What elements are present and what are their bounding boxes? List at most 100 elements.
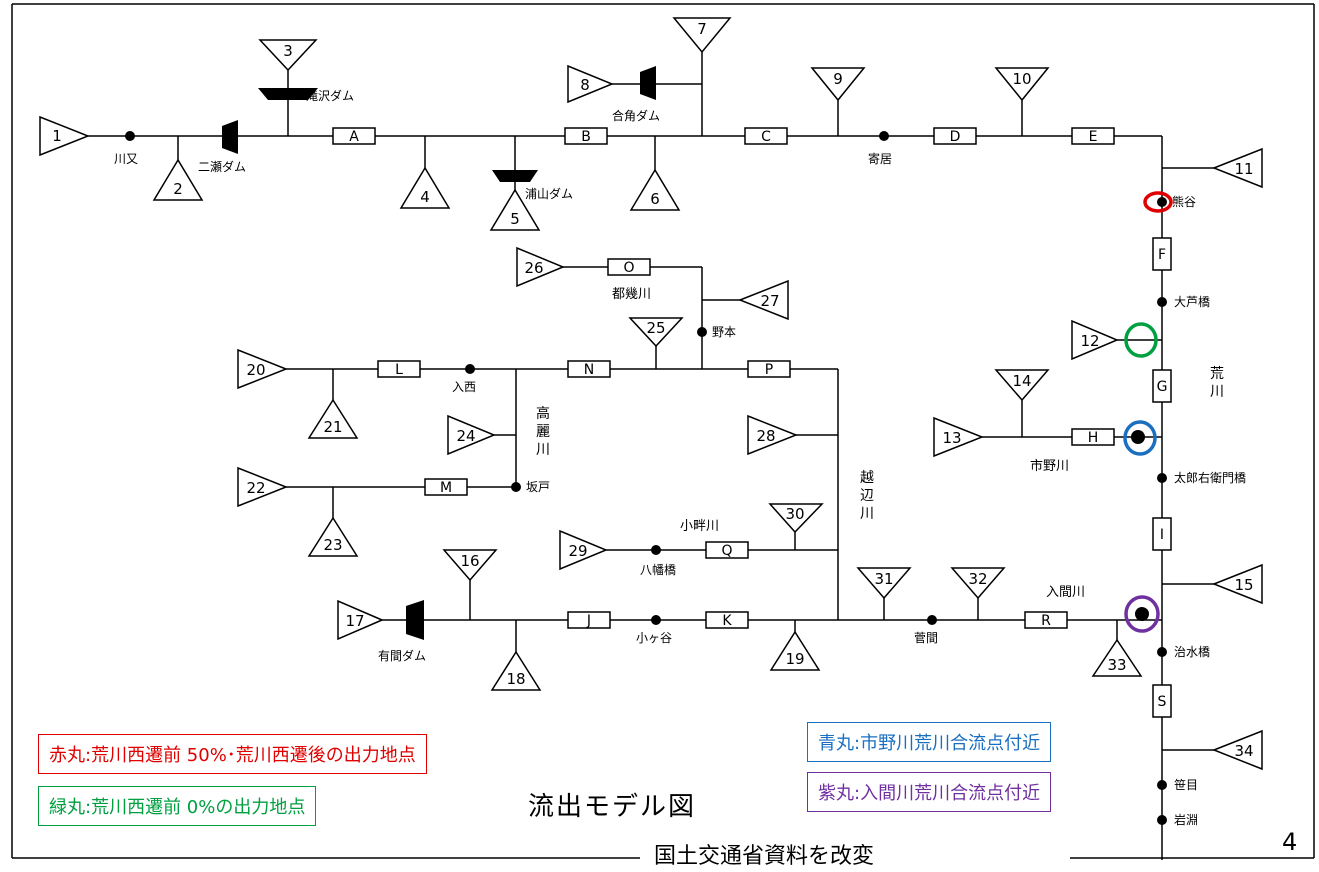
channel-Q-label: Q [721, 543, 732, 559]
channel-M [424, 478, 468, 496]
label-toki-river: 都幾川 [612, 287, 651, 302]
subbasin-9 [810, 67, 866, 102]
label-ooashibashi: 大芦橋 [1174, 295, 1210, 309]
diagram-title: 流出モデル図 [528, 792, 697, 822]
blue-circle-marker [1123, 420, 1157, 456]
diagram-source-note: 国土交通省資料を改変 [648, 838, 881, 870]
subbasin-21 [307, 398, 359, 439]
subbasin-21-label: 21 [323, 418, 342, 436]
label-ichino-river: 市野川 [1030, 458, 1069, 474]
label-kumagaya: 熊谷 [1172, 194, 1196, 209]
subbasin-2-label: 2 [173, 180, 183, 198]
subbasin-32-label: 32 [968, 570, 987, 588]
subbasin-3-label: 3 [283, 42, 293, 60]
label-sakado: 坂戸 [526, 480, 550, 494]
channel-D-label: D [950, 129, 961, 145]
point-ichino-confluence [1131, 430, 1145, 444]
highlight-circles [1123, 191, 1173, 633]
label-taroemon: 太郎右衛門橋 [1174, 470, 1246, 485]
subbasin-27 [737, 279, 789, 321]
v-oppe-char: 越 [860, 470, 874, 486]
label-kazuno-dam: 合角ダム [612, 108, 660, 123]
dam-futase [222, 120, 238, 154]
observation-points [125, 131, 1167, 825]
point-ooashibashi [1157, 297, 1167, 307]
subbasin-26 [516, 246, 565, 288]
purple-circle-marker [1124, 595, 1160, 633]
label-arima-dam: 有間ダム [378, 648, 426, 663]
subbasin-22-label: 22 [246, 479, 265, 497]
legend-red: 赤丸:荒川西遷前 50%･荒川西遷後の出力地点 [38, 734, 427, 774]
subbasin-1-label: 1 [52, 127, 62, 145]
subbasin-26-label: 26 [524, 259, 543, 277]
subbasin-12-label: 12 [1080, 332, 1099, 350]
v-koma-char: 川 [536, 442, 550, 458]
channel-O [607, 258, 651, 276]
subbasin-13-label: 13 [942, 429, 961, 447]
channel-A [332, 127, 376, 145]
channel-C [744, 127, 788, 145]
subbasin-10 [994, 67, 1050, 102]
channel-E [1071, 127, 1115, 145]
subbasin-33 [1091, 638, 1143, 677]
subbasin-11 [1211, 147, 1263, 189]
subbasin-30 [768, 503, 824, 534]
legend-green: 緑丸:荒川西遷前 0%の出力地点 [38, 786, 317, 826]
channel-H [1071, 428, 1115, 446]
dam-urayama [492, 170, 538, 182]
subbasin-13 [933, 416, 985, 458]
subbasin-19-label: 19 [785, 650, 804, 668]
v-oppe-char: 川 [860, 506, 874, 522]
subbasin-23 [307, 516, 359, 557]
subbasin-10-label: 10 [1012, 70, 1031, 88]
label-urayama-dam: 浦山ダム [525, 186, 573, 201]
channel-P [747, 360, 791, 378]
label-irinishi: 入西 [452, 380, 476, 394]
subbasin-15-label: 15 [1234, 576, 1253, 594]
subbasin-7-label: 7 [697, 20, 707, 38]
subbasin-8 [567, 64, 614, 104]
label-futase-dam: 二瀬ダム [198, 159, 246, 174]
channel-J [567, 611, 611, 629]
channel-S [1152, 684, 1172, 718]
point-chisuibashi [1157, 647, 1167, 657]
channel-F [1152, 237, 1172, 271]
label-koma-river: 高麗川 [536, 405, 550, 458]
subbasin-32 [950, 567, 1006, 600]
point-sakado [511, 482, 521, 492]
subbasin-34-label: 34 [1234, 742, 1253, 760]
label-takizawa-dam: 滝沢ダム [306, 88, 354, 103]
channel-N [567, 360, 611, 378]
label-chisuibashi: 治水橋 [1174, 645, 1210, 659]
v-koma-char: 高 [536, 405, 550, 422]
subbasin-28-label: 28 [756, 427, 775, 445]
label-iwabuchi: 岩淵 [1174, 812, 1198, 827]
channel-F-label: F [1158, 247, 1166, 263]
label-nomoto: 野本 [712, 325, 736, 339]
channel-M-label: M [440, 480, 452, 496]
subbasin-14 [994, 369, 1050, 402]
subbasin-30-label: 30 [785, 505, 804, 523]
channel-N-label: N [584, 362, 594, 378]
channel-J-label: J [586, 613, 591, 629]
channel-E-label: E [1089, 129, 1098, 145]
point-ogaya [651, 615, 661, 625]
subbasin-1 [39, 115, 91, 157]
subbasin-9-label: 9 [833, 70, 843, 88]
channel-L [377, 360, 421, 378]
label-ogaya: 小ヶ谷 [636, 631, 672, 645]
channel-B-label: B [581, 129, 591, 145]
subbasin-6 [629, 168, 681, 211]
label-koaze-river: 小畔川 [680, 519, 719, 534]
channel-L-label: L [395, 362, 403, 378]
channel-D [933, 127, 977, 145]
dam-takizawa [258, 88, 318, 100]
v-arakawa-char: 川 [1210, 384, 1224, 400]
label-kawamata: 川又 [114, 152, 138, 166]
channel-R [1024, 611, 1068, 629]
legend-blue: 青丸:市野川荒川合流点付近 [807, 722, 1052, 762]
point-yorii [879, 131, 889, 141]
point-sugama [927, 615, 937, 625]
subbasin-22 [237, 466, 289, 508]
